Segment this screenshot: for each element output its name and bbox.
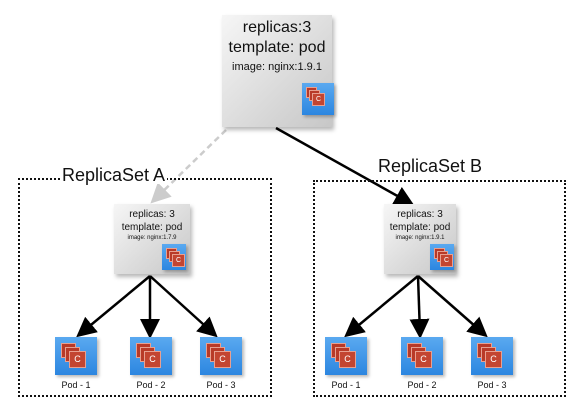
replicaset-b-pod-3-label: Pod - 3 <box>477 380 507 390</box>
replicaset-a-template: template: pod <box>121 222 183 233</box>
arrow-rs-b-to-pod-3 <box>417 275 488 338</box>
replicaset-a-pod-1-label: Pod - 1 <box>61 380 91 390</box>
container-icon: C <box>415 351 432 368</box>
replicaset-b-pod-template-icon: C <box>430 244 454 270</box>
replicaset-a-config-box: replicas: 3 template: pod image: nginx:1… <box>114 204 190 274</box>
container-icon: C <box>69 351 86 368</box>
replicaset-a-pod-3-label: Pod - 3 <box>206 380 236 390</box>
replicaset-b-image: image: nginx:1.9.1 <box>395 235 445 241</box>
replicaset-a-pod-template-icon: C <box>162 244 186 270</box>
replicaset-b-pod-3: C <box>471 337 513 375</box>
replicaset-b-frame <box>313 180 566 397</box>
replicaset-a-pod-3: C <box>200 337 242 375</box>
deployment-box: replicas:3 template: pod image: nginx:1.… <box>222 15 334 127</box>
replicaset-a-pod-1: C <box>55 337 97 375</box>
replicaset-a-pod-2-label: Pod - 2 <box>136 380 166 390</box>
container-icon: C <box>214 351 231 368</box>
arrow-rs-b-to-pod-1 <box>344 275 419 338</box>
arrow-deployment-to-rs-b <box>275 126 415 206</box>
deployment-image: image: nginx:1.9.1 <box>232 61 322 73</box>
replicaset-a-title: ReplicaSet A <box>60 165 168 185</box>
replicaset-a-image: image: nginx:1.7.9 <box>127 235 177 241</box>
container-icon: C <box>485 351 502 368</box>
replicaset-b-pod-1-label: Pod - 1 <box>331 380 361 390</box>
replicaset-b-config-box: replicas: 3 template: pod image: nginx:1… <box>384 204 456 274</box>
deployment-template: template: pod <box>228 39 326 56</box>
arrow-rs-a-to-pod-3 <box>149 275 218 338</box>
replicaset-a-pod-2: C <box>130 337 172 375</box>
replicaset-b-template: template: pod <box>389 222 451 233</box>
deployment-pod-template-icon: C <box>302 83 334 115</box>
replicaset-b-pod-1: C <box>325 337 367 375</box>
container-icon: C <box>172 254 185 267</box>
replicaset-b-pod-2-label: Pod - 2 <box>407 380 437 390</box>
container-icon: C <box>144 351 161 368</box>
replicaset-b-pod-2: C <box>401 337 443 375</box>
container-icon: C <box>440 254 453 267</box>
container-icon: C <box>339 351 356 368</box>
replicaset-a-replicas: replicas: 3 <box>129 209 175 220</box>
arrow-rs-a-to-pod-1 <box>76 275 151 338</box>
arrow-rs-b-to-pod-2 <box>409 275 430 339</box>
replicaset-b-replicas: replicas: 3 <box>397 209 443 220</box>
container-icon: C <box>312 93 325 106</box>
deployment-replicas: replicas:3 <box>242 19 312 36</box>
arrow-deployment-to-rs-a <box>150 129 227 204</box>
replicaset-b-title: ReplicaSet B <box>376 156 485 176</box>
